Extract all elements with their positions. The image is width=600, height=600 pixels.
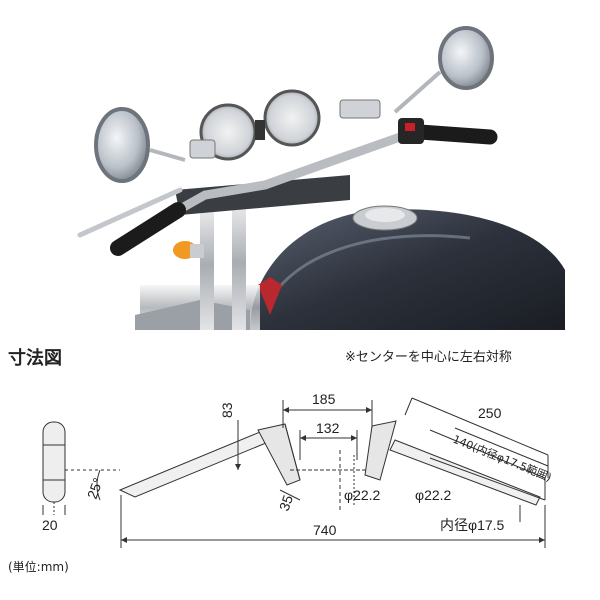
dim-clamp-offset: 35 — [276, 493, 296, 513]
dim-inner-diameter: 内径φ17.5 — [440, 517, 505, 533]
dim-clamp-diameter: φ22.2 — [344, 487, 381, 503]
left-grip — [110, 202, 186, 256]
handlebar-left-rise — [257, 423, 301, 486]
tank-emblem — [258, 277, 282, 315]
dim-bar-end-width: 20 — [42, 517, 58, 533]
left-mirror — [94, 107, 150, 183]
handlebar-left-section — [118, 431, 280, 498]
right-mirror — [438, 26, 494, 90]
right-grip — [412, 124, 498, 145]
clutch-lever — [77, 187, 183, 238]
handlebar-right-rise — [364, 420, 397, 481]
section-title: 寸法図 — [8, 348, 62, 369]
fuel-tank — [250, 209, 565, 330]
bar-end-side-view — [42, 421, 66, 503]
dim-grip-diameter: φ22.2 — [415, 487, 452, 503]
dim-total-width: 740 — [313, 522, 337, 538]
dim-angle: 25° — [84, 476, 106, 501]
tachometer — [263, 89, 321, 147]
symmetry-note: ※センターを中心に左右対称 — [345, 350, 512, 365]
handlebar-right-section — [389, 439, 541, 506]
dim-center-width: 185 — [312, 391, 336, 407]
dim-rise: 83 — [219, 402, 235, 418]
fork-left — [200, 200, 214, 330]
dimension-drawing: 83 185 132 250 140(内径φ17.5範囲) 25° 20 35 … — [42, 391, 554, 548]
fork-right — [232, 195, 246, 330]
motorcycle-photo — [77, 26, 565, 330]
dim-grip-length: 250 — [478, 405, 502, 421]
dim-inner-width: 132 — [316, 420, 340, 436]
unit-note: (単位:mm) — [8, 560, 69, 574]
